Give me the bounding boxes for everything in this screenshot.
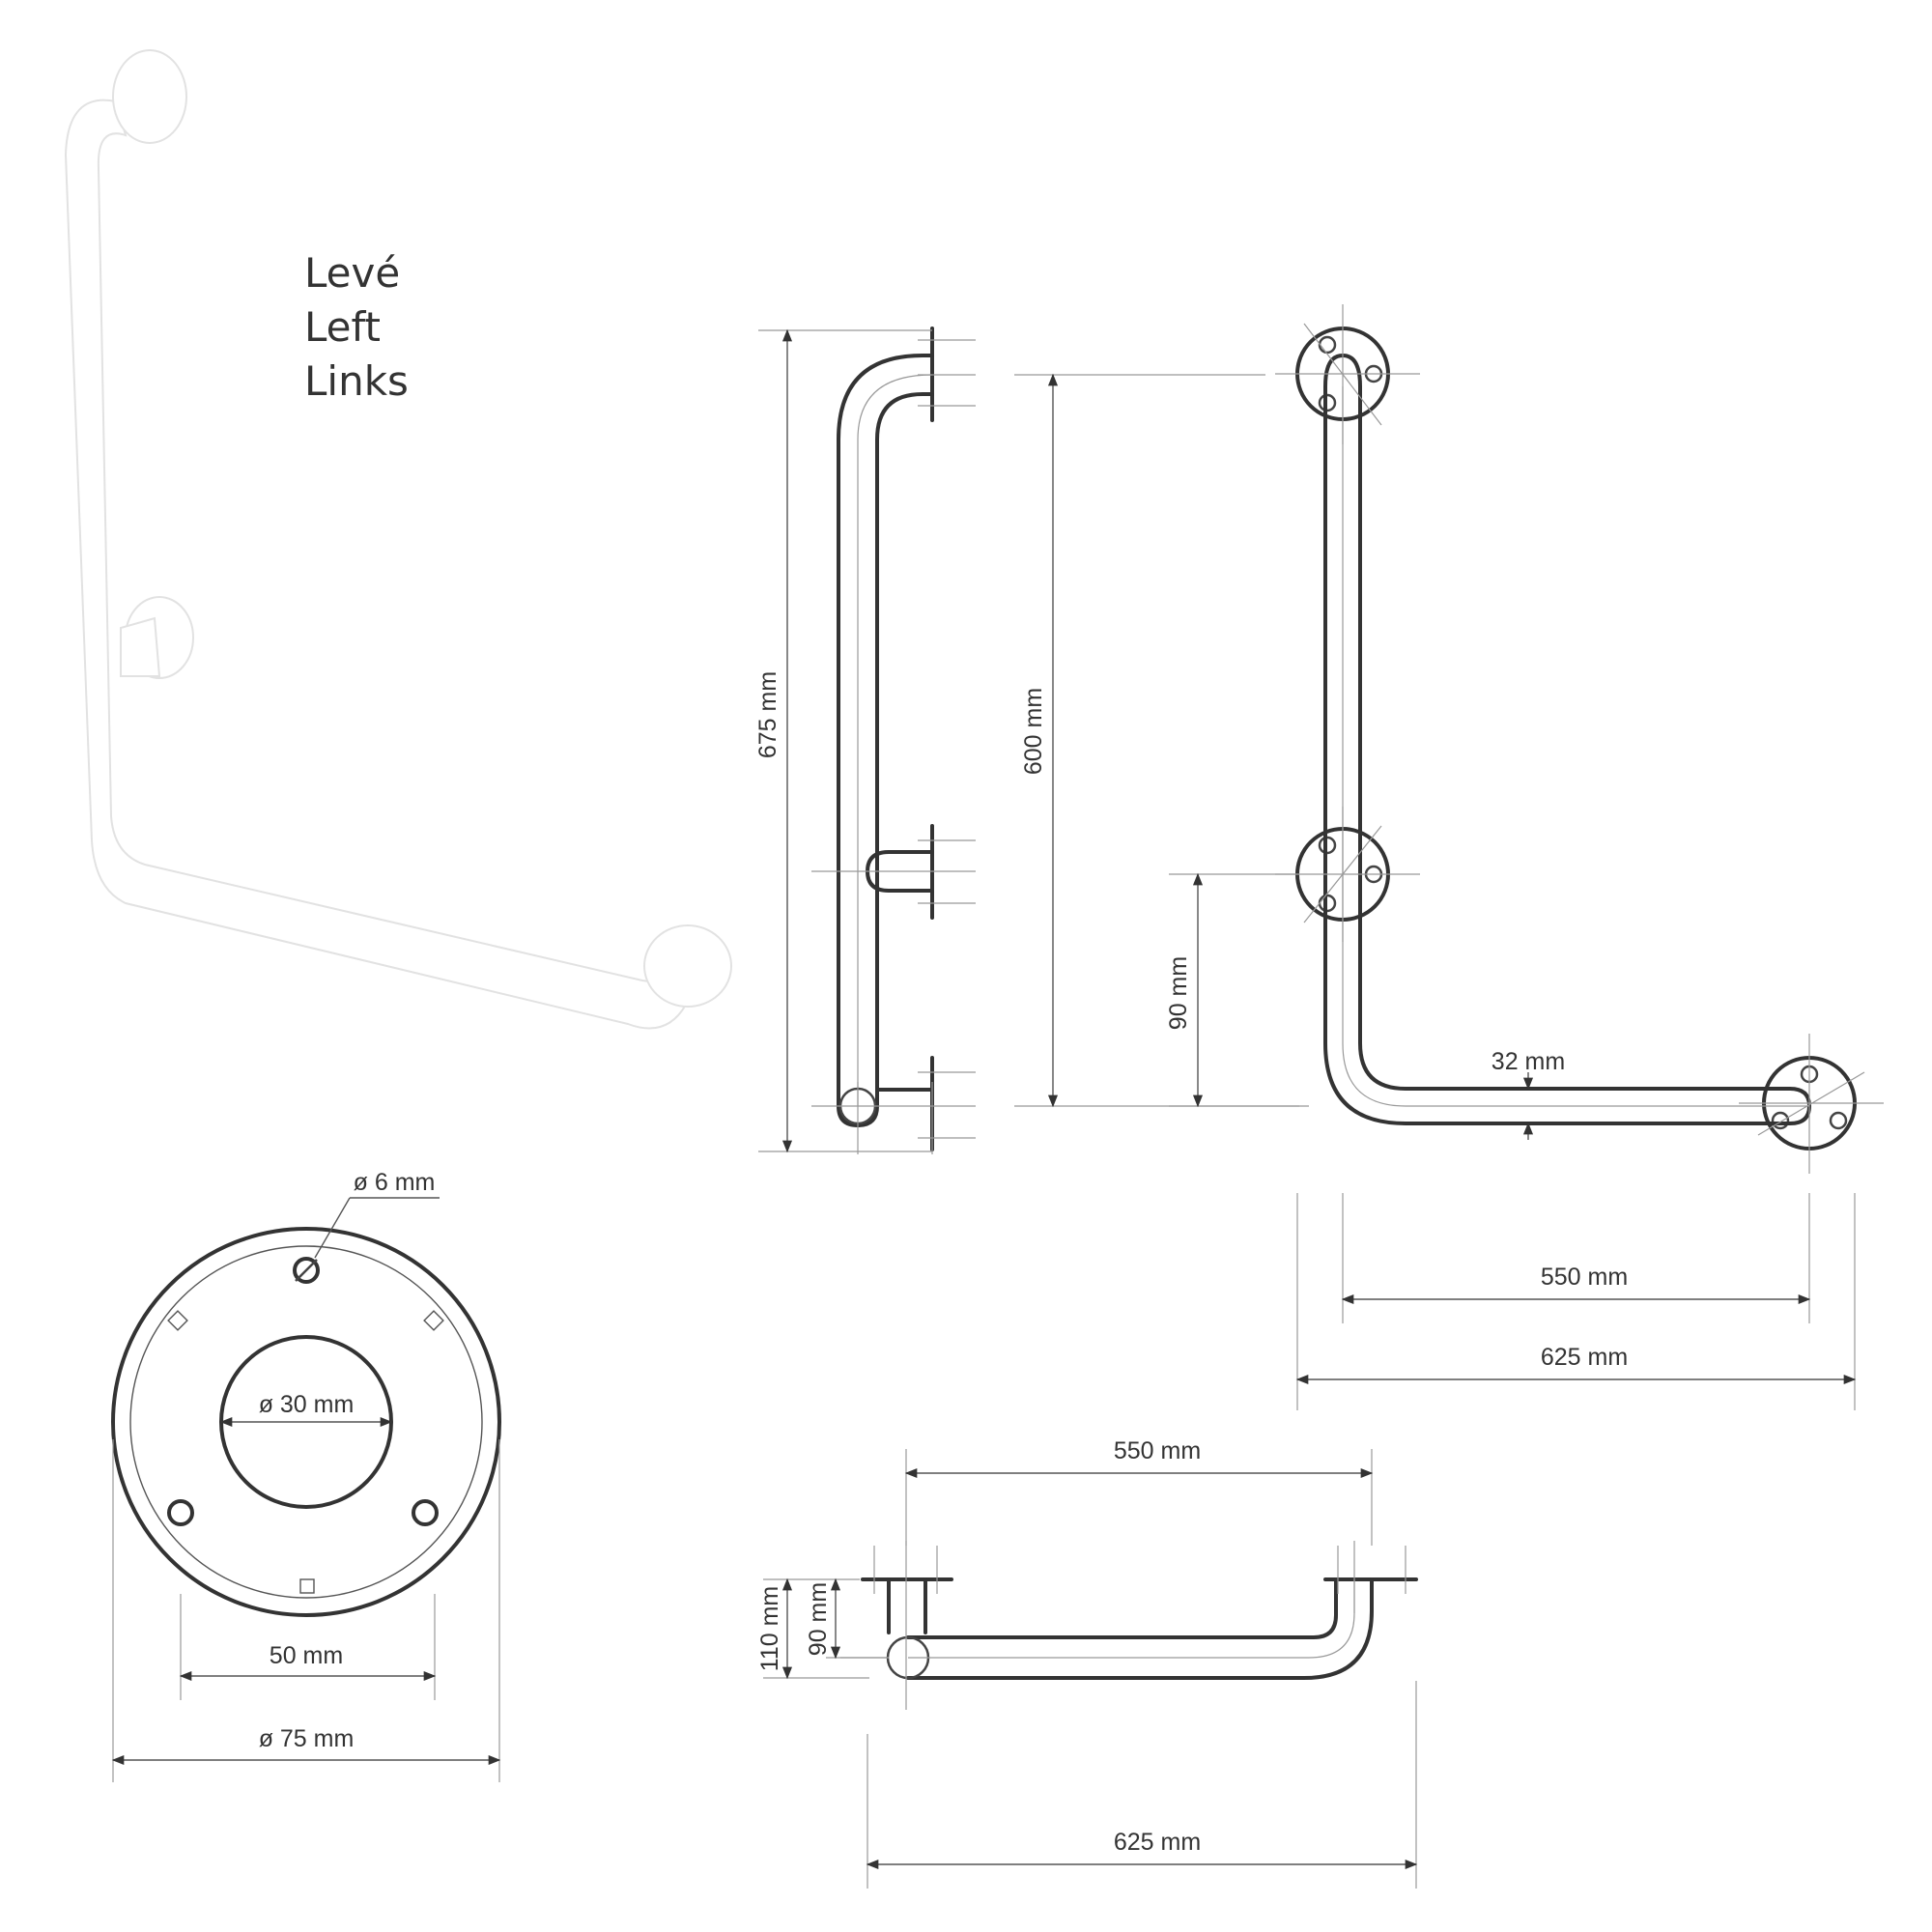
dim-tube-diameter: 32 mm <box>1492 1048 1565 1075</box>
side-label-block: Levé Left Links <box>304 246 409 409</box>
front-view: 90 mm 32 mm 550 mm 625 mm <box>1165 304 1884 1410</box>
product-illustration <box>64 49 732 1030</box>
bottom-flange-photo <box>643 924 732 1008</box>
screw-hole-right <box>412 1499 439 1526</box>
dim-top-depth-total: 110 mm <box>756 1586 783 1671</box>
dim-top-depth-axis: 90 mm <box>805 1582 832 1656</box>
screw-hole-top <box>293 1257 320 1284</box>
dim-mid-flange-height: 90 mm <box>1165 956 1192 1030</box>
flange-outer-circle <box>111 1227 501 1617</box>
dim-front-width-axis: 550 mm <box>1541 1264 1628 1291</box>
flange-detail: ø 6 mm ø 30 mm 50 mm ø 75 mm <box>111 1169 501 1782</box>
dim-height-axis: 600 mm <box>1020 688 1047 775</box>
dim-hole-diameter: ø 6 mm <box>354 1169 436 1196</box>
label-english: Left <box>304 303 382 351</box>
label-czech: Levé <box>304 249 401 297</box>
dim-flange-diameter: ø 75 mm <box>259 1725 355 1752</box>
dim-height-total: 675 mm <box>754 671 781 758</box>
dim-flange-hole-spacing: 50 mm <box>270 1642 343 1669</box>
dim-tube-opening: ø 30 mm <box>259 1391 355 1418</box>
dim-front-width-total: 625 mm <box>1541 1344 1628 1371</box>
screw-hole-left <box>167 1499 194 1526</box>
dim-top-width-axis: 550 mm <box>1114 1437 1201 1464</box>
top-view: 550 mm 110 mm 90 mm 625 mm <box>756 1437 1418 1889</box>
label-german: Links <box>304 357 409 405</box>
side-view: 675 mm 600 mm <box>754 327 1309 1154</box>
top-flange-photo <box>112 49 187 144</box>
dim-top-width-total: 625 mm <box>1114 1829 1201 1856</box>
